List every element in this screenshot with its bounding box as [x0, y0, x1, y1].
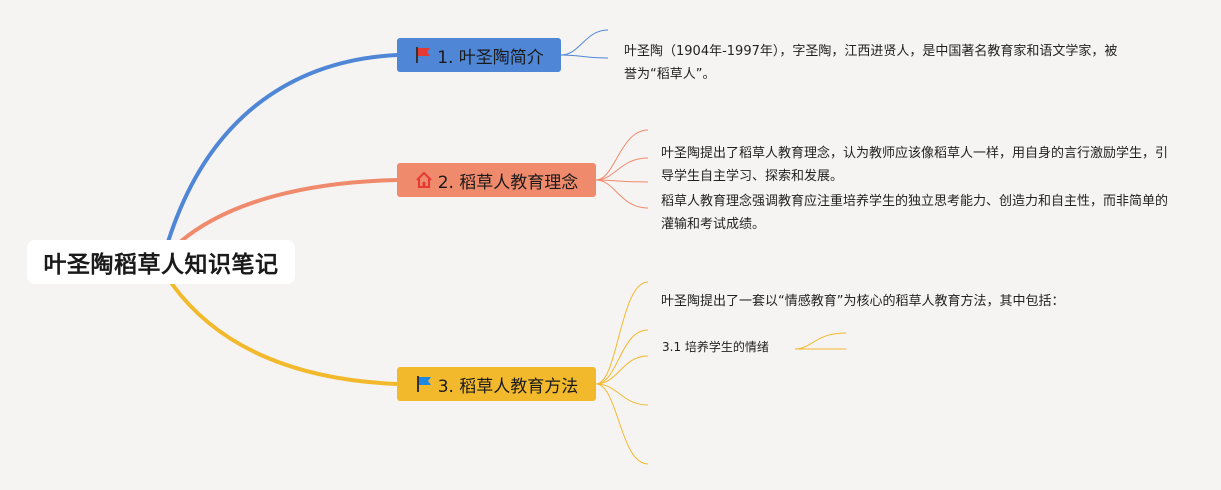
topic-method[interactable]: 3. 稻草人教育方法: [397, 367, 596, 401]
note-method-1[interactable]: 叶圣陶提出了一套以“情感教育”为核心的稻草人教育方法，其中包括：: [661, 294, 1065, 309]
sub-line-2b: [595, 157, 649, 181]
red-flag-icon: [414, 46, 432, 64]
note-concept-2[interactable]: 稻草人教育理念强调教育应注重培养学生的独立思考能力、创造力和自主性，而非简单的灌…: [661, 194, 1169, 232]
sub-line-3d: [595, 383, 649, 406]
topic-method-label: 3. 稻草人教育方法: [437, 376, 579, 397]
sub-line-3c: [595, 355, 649, 385]
branch-line-1: [166, 53, 399, 244]
topic-concept-label: 2. 稻草人教育理念: [437, 172, 579, 193]
house-icon: [415, 171, 433, 189]
sub-line-2a: [595, 129, 649, 181]
note-method-sub[interactable]: 3.1 培养学生的情绪: [662, 340, 769, 354]
root-topic[interactable]: 叶圣陶稻草人知识笔记: [27, 240, 295, 284]
topic-concept[interactable]: 2. 稻草人教育理念: [397, 163, 596, 197]
note-intro[interactable]: 叶圣陶（1904年-1997年），字圣陶，江西进贤人，是中国著名教育家和语文学家…: [624, 44, 1118, 82]
sub-line-3e: [595, 383, 649, 465]
sub-line-1a: [560, 29, 609, 56]
root-title: 叶圣陶稻草人知识笔记: [43, 252, 279, 278]
topic-intro[interactable]: 1. 叶圣陶简介: [397, 38, 561, 72]
sub-line-3b: [595, 329, 649, 385]
sub-line-1b: [560, 54, 609, 59]
note-concept-1[interactable]: 叶圣陶提出了稻草人教育理念，认为教师应该像稻草人一样，用自身的言行激励学生，引导…: [661, 146, 1169, 184]
branch-line-3: [170, 282, 399, 386]
sub-line-3a: [595, 281, 649, 385]
sub-line-2d: [595, 179, 649, 209]
branch-line-2: [178, 178, 399, 244]
topic-intro-label: 1. 叶圣陶简介: [437, 47, 544, 68]
blue-flag-icon: [415, 375, 433, 393]
